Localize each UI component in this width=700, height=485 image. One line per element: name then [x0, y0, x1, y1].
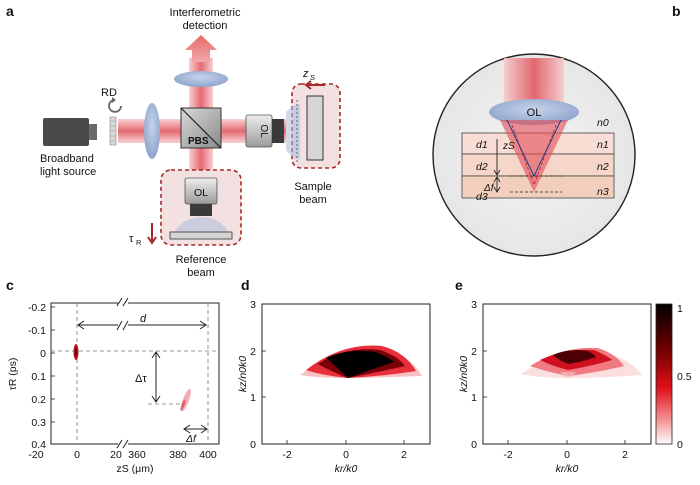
- inset-zs-label: zS: [502, 141, 515, 152]
- source-label-2: light source: [40, 166, 96, 178]
- plot-c-x-tick: 400: [199, 449, 217, 461]
- plot-d-y-tick: 1: [250, 392, 256, 404]
- colorbar: [655, 303, 673, 445]
- colorbar-ticks: 10.50: [677, 303, 692, 451]
- colorbar-tick: 0: [677, 439, 683, 451]
- dtau-label: Δτ: [135, 373, 147, 385]
- plot-d-y-tick: 0: [250, 439, 256, 451]
- plot-c-y-tick: -0.2: [28, 302, 46, 314]
- light-source-body: [43, 118, 89, 146]
- n1-label: n1: [597, 139, 609, 151]
- plot-c-y-tick: 0: [40, 348, 46, 360]
- pbs-label: PBS: [188, 136, 209, 147]
- sample-slide: [306, 95, 324, 161]
- detection-lens: [174, 71, 228, 87]
- n3-label: n3: [597, 186, 609, 198]
- plot-d-y-tick: 2: [250, 346, 256, 358]
- plot-c-y-tick: -0.1: [28, 325, 46, 337]
- tau-sub: R: [136, 238, 142, 247]
- plot-e-y-ticks: 0 1 2 3: [471, 299, 487, 451]
- plot-c-x-tick: 380: [169, 449, 187, 461]
- reference-label-2: beam: [187, 267, 215, 279]
- panel-label-c: c: [6, 277, 14, 293]
- zs-arrow: [304, 80, 325, 90]
- sample-label-2: beam: [299, 194, 327, 206]
- inset-lens: [489, 99, 579, 125]
- rotation-icon: [108, 99, 122, 113]
- plot-e-x-ticks: -2 0 2: [503, 440, 628, 461]
- sample-objective-tip: [272, 119, 284, 143]
- plot-e-y-tick: 2: [471, 346, 477, 358]
- plot-c-y-label: τR (ps): [7, 358, 19, 391]
- colorbar-tick: 1: [677, 303, 683, 315]
- detection-label-1: Interferometric: [170, 7, 241, 19]
- plot-e-x-tick: 0: [564, 449, 570, 461]
- plot-c-x-tick: 360: [128, 449, 146, 461]
- source-label-1: Broadband: [40, 153, 94, 165]
- plot-c-y-tick: 0.4: [31, 439, 46, 451]
- plot-e-x-tick: -2: [503, 449, 512, 461]
- plot-e-y-label: kz/n0k0: [458, 356, 470, 392]
- panel-label-d: d: [241, 277, 250, 293]
- plot-d-spectrum: [300, 345, 422, 378]
- plot-e-x-label: kr/k0: [556, 463, 579, 475]
- plot-c-x-tick: -20: [28, 449, 43, 461]
- d2-label: d2: [476, 161, 488, 173]
- plot-c-x-tick: 20: [110, 449, 122, 461]
- inset-ol-label: OL: [527, 107, 542, 119]
- n0-label: n0: [597, 117, 609, 129]
- plot-e-spectrum: [520, 347, 642, 378]
- plot-c-axes: [50, 302, 220, 445]
- plot-c-x-tick: 0: [74, 449, 80, 461]
- detection-label-2: detection: [183, 20, 228, 32]
- panel-label-e: e: [455, 277, 463, 293]
- rd-label: RD: [101, 87, 117, 99]
- plot-c-y-tick: 0.3: [31, 417, 46, 429]
- zs-label: z: [302, 68, 309, 80]
- plot-e-y-tick: 1: [471, 392, 477, 404]
- focus-boundary: [506, 119, 562, 178]
- reference-label-1: Reference: [176, 254, 227, 266]
- focus-cone: [500, 120, 568, 192]
- plot-d-x-tick: 2: [401, 449, 407, 461]
- plot-d-y-tick: 3: [250, 299, 256, 311]
- panel-label-a: a: [6, 3, 14, 19]
- reference-mirror: [169, 231, 233, 240]
- plot-c-y-ticks: -0.2 -0.1 0 0.1 0.2 0.3 0.4: [28, 302, 55, 451]
- plot-d-y-label: kz/n0k0: [237, 356, 249, 392]
- inset-df-label: Δf: [483, 183, 495, 194]
- n2-label: n2: [597, 161, 609, 173]
- plot-c-y-tick: 0.2: [31, 394, 46, 406]
- plot-c-x-label: zS (μm): [117, 463, 154, 475]
- plot-d-x-label: kr/k0: [335, 463, 358, 475]
- plot-c-y-tick: 0.1: [31, 371, 46, 383]
- plot-d-y-ticks: 0 1 2 3: [250, 299, 266, 451]
- plot-e-y-tick: 3: [471, 299, 477, 311]
- zs-sub: S: [310, 73, 315, 82]
- detection-arrow: [185, 35, 217, 62]
- reference-ol-label: OL: [194, 187, 208, 199]
- d-label: d: [140, 313, 147, 325]
- plot-e-x-tick: 2: [622, 449, 628, 461]
- d1-label: d1: [476, 139, 488, 151]
- collimating-lens: [144, 103, 160, 159]
- colorbar-tick: 0.5: [677, 371, 692, 383]
- panel-label-b: b: [672, 3, 681, 19]
- plot-d-x-ticks: -2 0 2: [282, 440, 407, 461]
- plot-e-y-tick: 0: [471, 439, 477, 451]
- plot-d-x-tick: -2: [282, 449, 291, 461]
- light-source-nozzle: [89, 124, 97, 140]
- sample-label-1: Sample: [294, 181, 331, 193]
- reference-objective-tip: [190, 204, 212, 216]
- df-label: Δf: [185, 433, 197, 445]
- sample-ol-label: OL: [258, 124, 269, 138]
- d3-label: d3: [476, 191, 488, 203]
- tau-label: τ: [129, 233, 134, 245]
- plot-d-x-tick: 0: [343, 449, 349, 461]
- tau-arrow: [147, 223, 157, 245]
- plot-c-x-ticks: -20 0 20 360 380 400: [28, 449, 217, 461]
